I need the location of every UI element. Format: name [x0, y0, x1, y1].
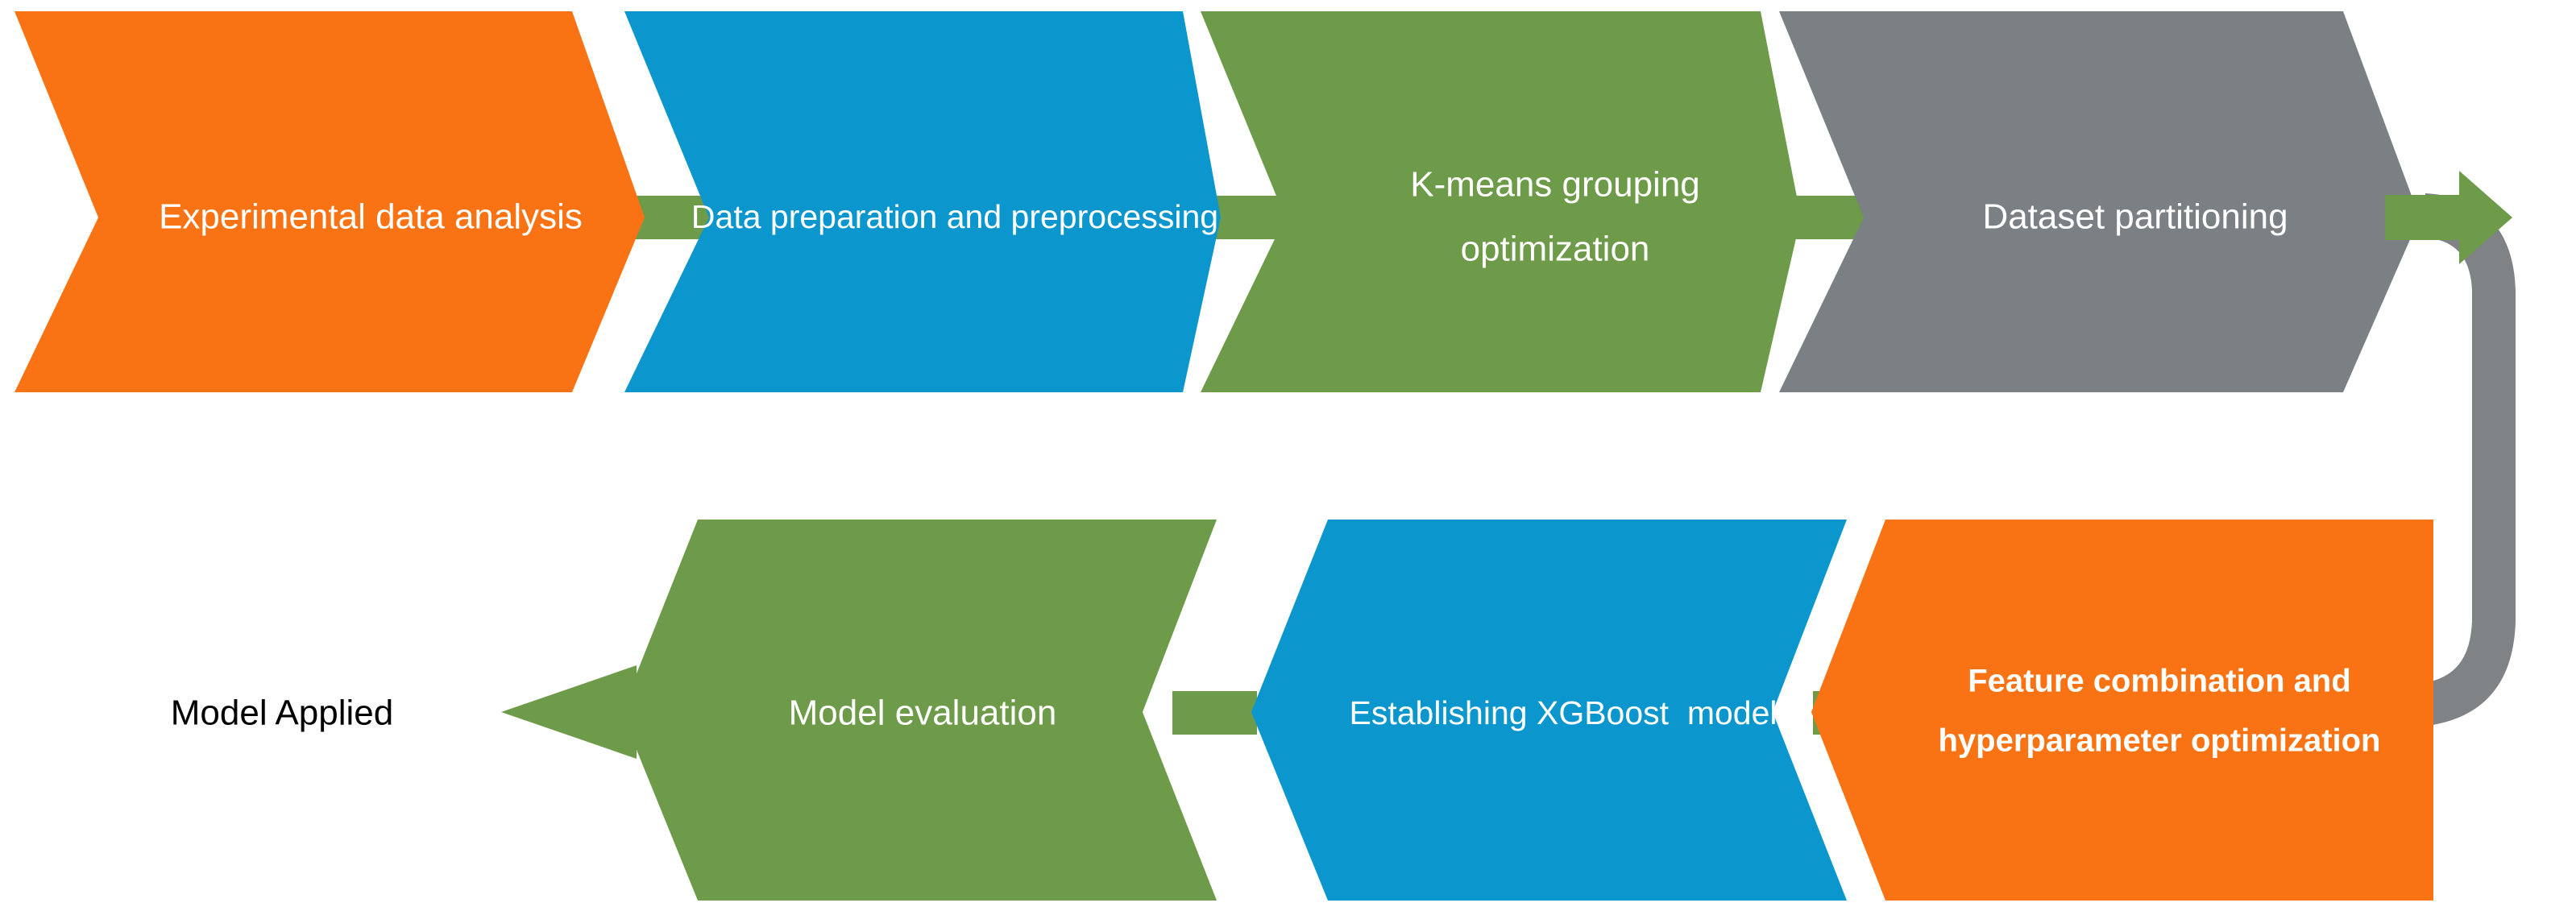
bottom-row-shapes: Feature combination and hyperparameter o… [501, 520, 2433, 901]
step-label-7: Model evaluation [789, 694, 1057, 733]
step-shape-feature-combination[interactable]: Feature combination and hyperparameter o… [1811, 520, 2433, 901]
step-shape-experimental-data-analysis[interactable]: Experimental data analysis [15, 11, 645, 392]
chevron-blue-1 [624, 11, 1221, 392]
step-shape-data-preparation[interactable]: Data preparation and preprocessing [624, 11, 1221, 392]
bottom-exit-arrow-icon [501, 665, 707, 759]
chevron-green-1 [1201, 11, 1801, 392]
step-label-3-line1: K-means grouping [1410, 165, 1700, 205]
step-shape-dataset-partitioning[interactable]: Dataset partitioning [1779, 11, 2420, 392]
chevron-orange-1 [15, 11, 645, 392]
chevron-green-2 [621, 520, 1217, 901]
step-shape-establishing-xgboost[interactable]: Establishing XGBoost model [1251, 520, 1847, 901]
step-label-3-line2: optimization [1461, 230, 1650, 269]
step-label-4: Dataset partitioning [1982, 197, 2288, 237]
step-label-5-line1: Feature combination and [1968, 664, 2351, 699]
connector-6-7 [1172, 691, 1257, 735]
step-label-2: Data preparation and preprocessing [691, 198, 1218, 235]
outcome-label-model-applied: Model Applied [171, 694, 393, 733]
step-shape-kmeans-grouping[interactable]: K-means grouping optimization [1201, 11, 1801, 392]
chevron-blue-2 [1251, 520, 1847, 901]
chevron-orange-2 [1811, 520, 2433, 901]
step-label-5-line2: hyperparameter optimization [1938, 723, 2380, 759]
step-shape-model-evaluation[interactable]: Model evaluation [621, 520, 1217, 901]
step-label-1: Experimental data analysis [159, 197, 583, 237]
top-row-shapes: Experimental data analysis Data preparat… [15, 11, 2512, 392]
chevron-gray-1 [1779, 11, 2420, 392]
top-exit-arrow-icon [2385, 171, 2512, 264]
step-label-6: Establishing XGBoost model [1350, 694, 1777, 731]
